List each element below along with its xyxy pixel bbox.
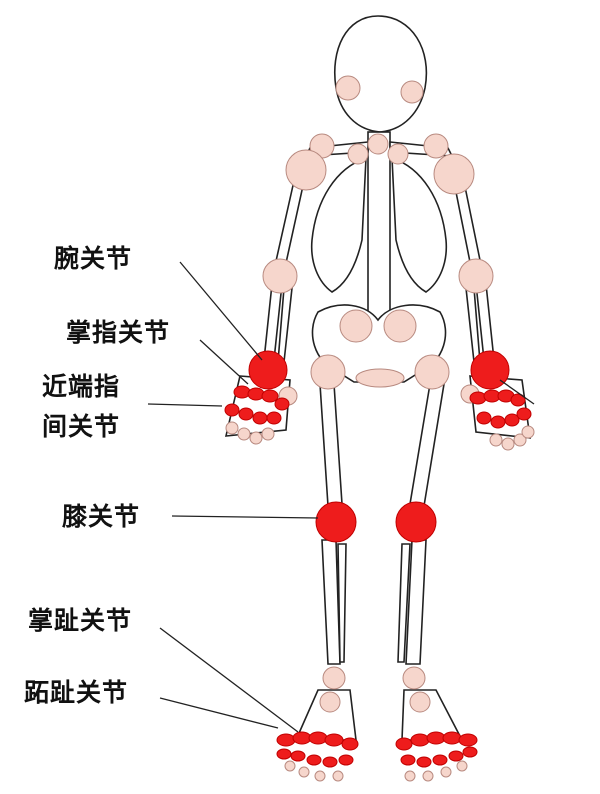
right-pip-joint-4: [516, 407, 532, 421]
pip-joint-label-line2: 间关节: [42, 412, 121, 441]
mtp-joint-label: 掌趾关节: [28, 606, 133, 635]
pubic-symphysis: [355, 368, 405, 388]
pip-leader: [147, 403, 223, 407]
sacroiliac-left: [339, 309, 373, 343]
left-mtp-joint-1: [276, 733, 296, 747]
left-pip-joint-2: [238, 407, 254, 421]
right-fingertip-4: [521, 425, 535, 439]
right-knee-joint: [395, 501, 437, 543]
shoulder-right: [433, 153, 475, 195]
wrist-joint-label: 腕关节: [54, 244, 133, 273]
sacroiliac-right: [383, 309, 417, 343]
left-mtp-joint-4: [324, 733, 344, 747]
right-wrist-joint: [470, 350, 510, 390]
left-mcp-joint-3: [261, 389, 279, 403]
toe-ip-joint-label: 跖趾关节: [24, 678, 129, 707]
mcp-joint-label: 掌指关节: [66, 318, 171, 347]
left-fingertip-1: [225, 421, 239, 435]
right-toetip-4: [456, 760, 468, 772]
left-toetip-4: [332, 770, 344, 782]
hip-left: [310, 354, 346, 390]
right-toe-ip-joint-3: [432, 754, 448, 766]
right-pip-joint-1: [476, 411, 492, 425]
knee-leader: [171, 515, 319, 519]
skull: [334, 15, 428, 133]
knee-joint-label: 膝关节: [62, 502, 141, 531]
tarsal-right: [409, 691, 431, 713]
rib-cage-left: [310, 156, 367, 293]
right-mtp-joint-5: [458, 733, 478, 747]
left-toe-ip-joint-2: [290, 750, 306, 762]
left-toe-ip-joint-1: [276, 748, 292, 760]
left-pip-joint-1: [224, 403, 240, 417]
left-toe-ip-joint-3: [306, 754, 322, 766]
left-mcp-joint-2: [247, 387, 265, 401]
spine: [367, 131, 391, 333]
left-fingertip-3: [249, 431, 263, 445]
left-toe-ip-joint-5: [338, 754, 354, 766]
sternoclavicular-left: [347, 143, 369, 165]
right-mcp-joint-4: [510, 393, 526, 407]
left-mcp-joint-4: [274, 397, 290, 411]
left-fingertip-2: [237, 427, 251, 441]
left-mtp-joint-5: [341, 737, 359, 751]
hip-right: [414, 354, 450, 390]
left-mcp-joint-1: [233, 385, 251, 399]
right-fibula: [397, 543, 411, 663]
right-toe-ip-joint-1: [400, 754, 416, 766]
shoulder-left: [285, 149, 327, 191]
jaw-joint-left: [335, 75, 361, 101]
right-toetip-2: [422, 770, 434, 782]
right-mtp-joint-1: [395, 737, 413, 751]
right-mtp-joint-2: [410, 733, 430, 747]
left-toetip-2: [298, 766, 310, 778]
left-toetip-1: [284, 760, 296, 772]
pip-joint-label-line1: 近端指: [42, 372, 121, 401]
wrist-leader: [179, 261, 263, 361]
mtp-leader: [159, 627, 299, 733]
left-toetip-3: [314, 770, 326, 782]
left-tibia: [321, 539, 341, 665]
left-pip-joint-3: [252, 411, 268, 425]
affected-joints: [224, 350, 532, 768]
elbow-right: [458, 258, 494, 294]
right-fingertip-3: [513, 433, 527, 447]
leader-lines: [147, 261, 535, 733]
mcp-leader: [199, 339, 249, 385]
jaw-joint-right: [400, 80, 424, 104]
left-fingertip-4: [261, 427, 275, 441]
right-toe-ip-joint-2: [416, 756, 432, 768]
right-mtp-joint-3: [426, 731, 446, 745]
right-mtp-joint-4: [442, 731, 462, 745]
left-pip-joint-4: [266, 411, 282, 425]
right-hand-leader: [499, 379, 535, 405]
tarsal-left: [319, 691, 341, 713]
rib-cage-right: [391, 156, 448, 293]
neck-joint: [367, 133, 389, 155]
right-toetip-1: [404, 770, 416, 782]
ankle-right: [402, 666, 426, 690]
sternoclavicular-right: [387, 143, 409, 165]
right-mcp-joint-1: [469, 391, 487, 405]
elbow-left: [262, 258, 298, 294]
right-toetip-3: [440, 766, 452, 778]
left-mtp-joint-3: [308, 731, 328, 745]
right-toe-ip-joint-5: [462, 746, 478, 758]
acromio-right: [423, 133, 449, 159]
left-femur: [319, 383, 343, 507]
right-toe-ip-joint-4: [448, 750, 464, 762]
right-pip-joint-2: [490, 415, 506, 429]
left-toe-ip-joint-4: [322, 756, 338, 768]
left-mtp-joint-2: [292, 731, 312, 745]
right-fingertip-2: [501, 437, 515, 451]
left-fibula: [337, 543, 347, 663]
right-pip-joint-3: [504, 413, 520, 427]
left-knee-joint: [315, 501, 357, 543]
right-fingertip-1: [489, 433, 503, 447]
toe-ip-leader: [159, 697, 279, 729]
ankle-left: [322, 666, 346, 690]
right-femur: [409, 383, 445, 507]
left-wrist-joint: [248, 350, 288, 390]
